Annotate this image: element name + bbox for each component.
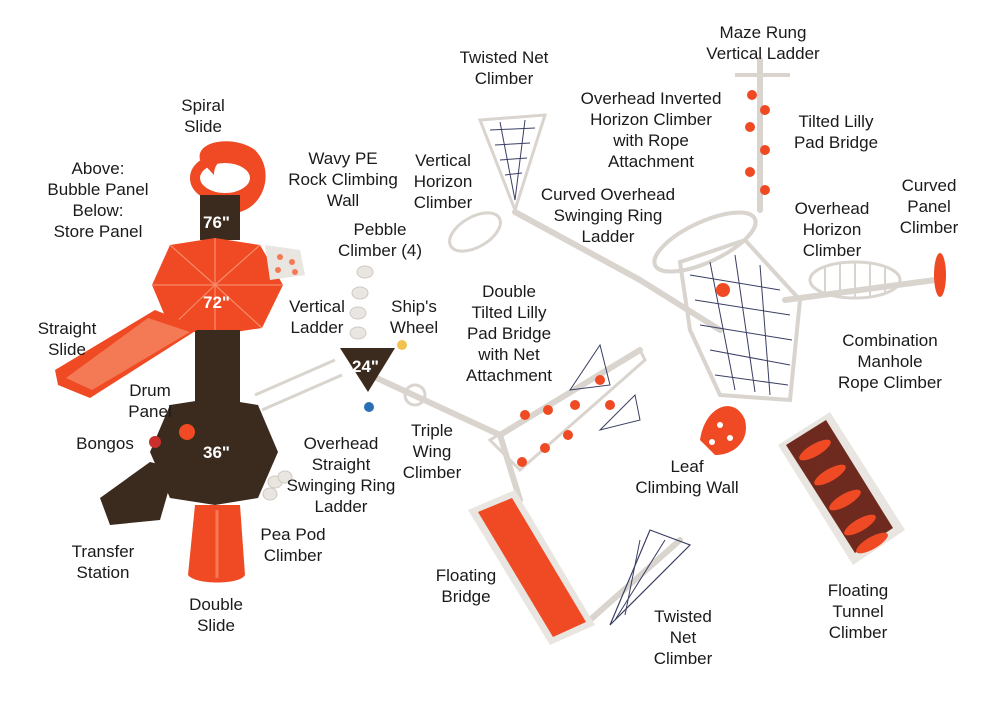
triple-wing-climber	[403, 383, 427, 407]
straight-ring-ladder	[254, 358, 343, 412]
label-bongos: Bongos	[76, 434, 134, 453]
pebble-climber	[349, 265, 374, 340]
label-straight-slide: Straight Slide	[37, 319, 97, 359]
central-net	[652, 210, 803, 403]
label-curved-ring-ladder: Curved Overhead Swinging Ring Ladder	[540, 185, 676, 246]
label-floating-bridge: Floating Bridge	[435, 566, 497, 606]
height-label-24: 24"	[352, 357, 379, 376]
maze-rung-ladder	[735, 73, 790, 195]
label-transfer-station: Transfer Station	[71, 542, 135, 582]
vertical-horizon-climber	[448, 211, 502, 253]
label-overhead-horizon: Overhead Horizon Climber	[794, 199, 870, 260]
main-tower	[152, 195, 283, 405]
label-triple-wing-climber: Triple Wing Climber	[402, 421, 462, 482]
label-straight-ring-ladder: Overhead Straight Swinging Ring Ladder	[286, 434, 396, 516]
label-floating-tunnel: Floating Tunnel Climber	[827, 581, 889, 642]
floating-bridge	[468, 490, 595, 645]
height-label-36: 36"	[203, 443, 230, 462]
label-twisted-net-top: Twisted Net Climber	[459, 48, 549, 88]
label-pea-pod-climber: Pea Pod Climber	[260, 525, 326, 565]
label-vertical-ladder: Vertical Ladder	[289, 297, 345, 337]
label-combination-manhole: Combination Manhole Rope Climber	[838, 331, 942, 392]
label-bubble-store-panel: Above: Bubble Panel Below: Store Panel	[47, 159, 149, 241]
label-curved-panel: Curved Panel Climber	[899, 176, 959, 237]
label-ships-wheel: Ship's Wheel	[389, 297, 439, 337]
label-maze-rung-ladder: Maze Rung Vertical Ladder	[706, 23, 820, 63]
leaf-climbing-wall	[700, 406, 746, 455]
curved-panel-climber	[808, 253, 946, 300]
label-overhead-inverted: Overhead Inverted Horizon Climber with R…	[580, 89, 722, 171]
label-wavy-rock-wall: Wavy PE Rock Climbing Wall	[288, 149, 398, 210]
wavy-rock-wall	[265, 245, 305, 280]
twisted-net-top	[477, 113, 548, 215]
label-tilted-lilly-pad: Tilted Lilly Pad Bridge	[793, 112, 879, 152]
straight-slide	[55, 310, 200, 398]
height-label-72: 72"	[203, 293, 230, 312]
label-double-slide: Double Slide	[189, 595, 243, 635]
lower-deck	[100, 398, 278, 525]
label-twisted-net-bottom: Twisted Net Climber	[653, 607, 713, 668]
label-leaf-climbing-wall: Leaf Climbing Wall	[635, 457, 739, 497]
twisted-net-bottom	[609, 529, 692, 626]
label-spiral-slide: Spiral Slide	[181, 96, 225, 136]
height-label-76: 76"	[203, 213, 230, 232]
floating-tunnel-climber	[778, 412, 905, 565]
label-vertical-horizon: Vertical Horizon Climber	[413, 151, 473, 212]
label-double-lilly-pad: Double Tilted Lilly Pad Bridge with Net …	[466, 282, 552, 385]
label-drum-panel: Drum Panel	[128, 381, 172, 421]
small-deck	[340, 340, 407, 412]
double-slide	[188, 505, 245, 583]
label-pebble-climber: Pebble Climber (4)	[337, 220, 423, 260]
pea-pod-climber	[262, 470, 293, 501]
double-lilly-pad-bridge	[487, 343, 647, 473]
